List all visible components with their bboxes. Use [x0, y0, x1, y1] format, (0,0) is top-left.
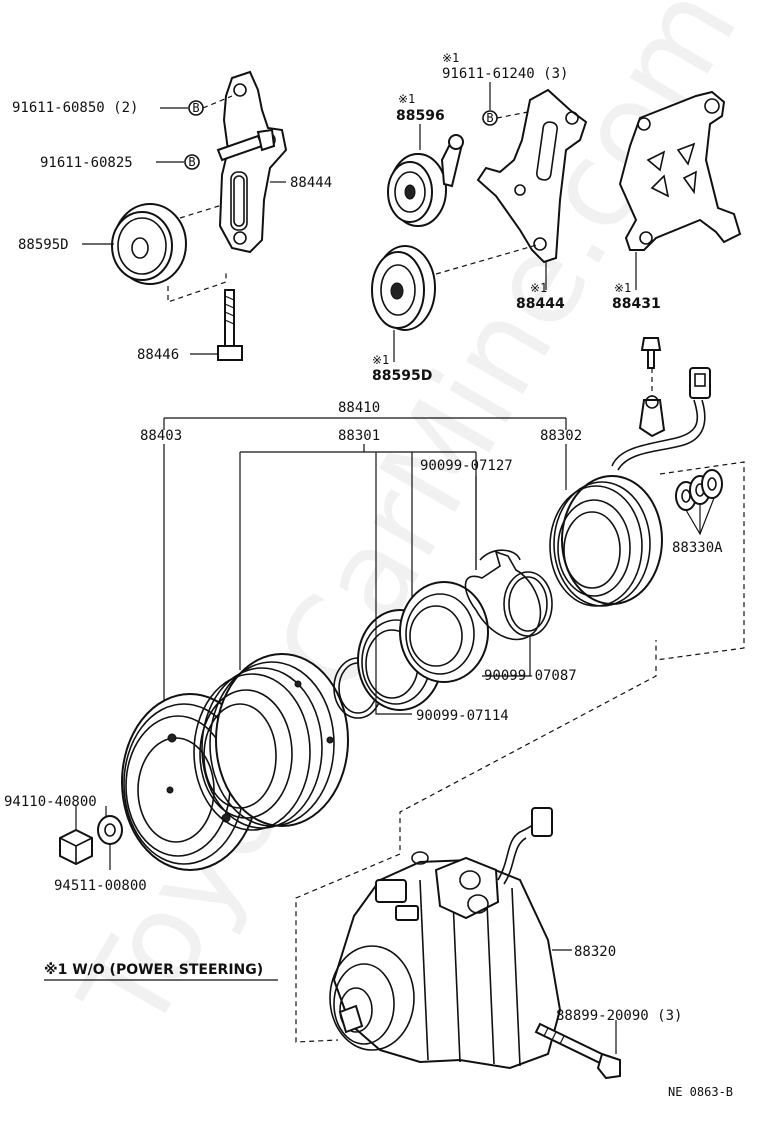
wire-connector: [689, 367, 711, 399]
label-88431: 88431: [612, 296, 661, 312]
label-90099-07087: 90099-07087: [484, 668, 577, 684]
field-coil-88302: [549, 399, 706, 607]
label-88410: 88410: [338, 400, 380, 416]
bracket-88431: [618, 90, 742, 251]
legend-note: ※1 W/O (POWER STEERING): [44, 962, 263, 978]
b-marker-1-label: B: [192, 101, 199, 115]
idler-88596: [387, 153, 447, 227]
label-88302: 88302: [540, 428, 582, 444]
label-94511-00800: 94511-00800: [54, 878, 147, 894]
label-88446: 88446: [137, 347, 179, 363]
label-88444-left: 88444: [290, 175, 332, 191]
bracket-88444-right: [476, 88, 588, 264]
rotor-pulley-88301: [193, 653, 349, 831]
bolt-88596: [440, 134, 464, 188]
clamp-screw: [640, 337, 662, 369]
label-88403: 88403: [140, 428, 182, 444]
label-88330A: 88330A: [672, 540, 723, 556]
note-star-88444-right: ※1: [530, 281, 547, 295]
b-marker-3-label: B: [486, 111, 493, 125]
label-88899-20090: 88899-20090 (3): [556, 1008, 682, 1024]
label-94110-40800: 94110-40800: [4, 794, 97, 810]
label-91611-60825: 91611-60825: [40, 155, 133, 171]
label-91611-60850: 91611-60850 (2): [12, 100, 138, 116]
pulley-88595D-left: [111, 203, 187, 285]
shims-88330A: [675, 469, 723, 511]
note-star-91611-61240: ※1: [442, 51, 459, 65]
bearing-sleeve: [399, 581, 489, 683]
note-star-88595D-right: ※1: [372, 353, 389, 367]
label-88595D-left: 88595D: [18, 237, 69, 253]
washer-94511-00800: [97, 815, 123, 845]
b-marker-2: [184, 154, 200, 170]
figure-code: NE 0863-B: [668, 1085, 733, 1099]
snap-ring-90099-07127: [464, 549, 542, 641]
note-star-88596: ※1: [398, 92, 415, 106]
bolt-88446: [217, 289, 243, 361]
clamp: [638, 395, 666, 438]
bracket-88444-left: [218, 70, 288, 254]
bolt-91611-60825: [216, 128, 276, 162]
label-88301: 88301: [338, 428, 380, 444]
label-91611-61240: 91611-61240 (3): [442, 66, 568, 82]
nut-94110-40800: [59, 828, 93, 866]
label-90099-07114: 90099-07114: [416, 708, 509, 724]
b-marker-2-label: B: [188, 155, 195, 169]
compressor-88320: [329, 807, 562, 1070]
label-88444-right: 88444: [516, 296, 565, 312]
label-88595D-right: 88595D: [372, 368, 432, 384]
note-star-88431: ※1: [614, 281, 631, 295]
bolt-88899-20090: [534, 1022, 621, 1080]
snap-ring-90099-07087: [503, 571, 553, 637]
label-90099-07127: 90099-07127: [420, 458, 513, 474]
label-88596: 88596: [396, 108, 445, 124]
label-88320: 88320: [574, 944, 616, 960]
pulley-88595D-right: [371, 245, 436, 331]
